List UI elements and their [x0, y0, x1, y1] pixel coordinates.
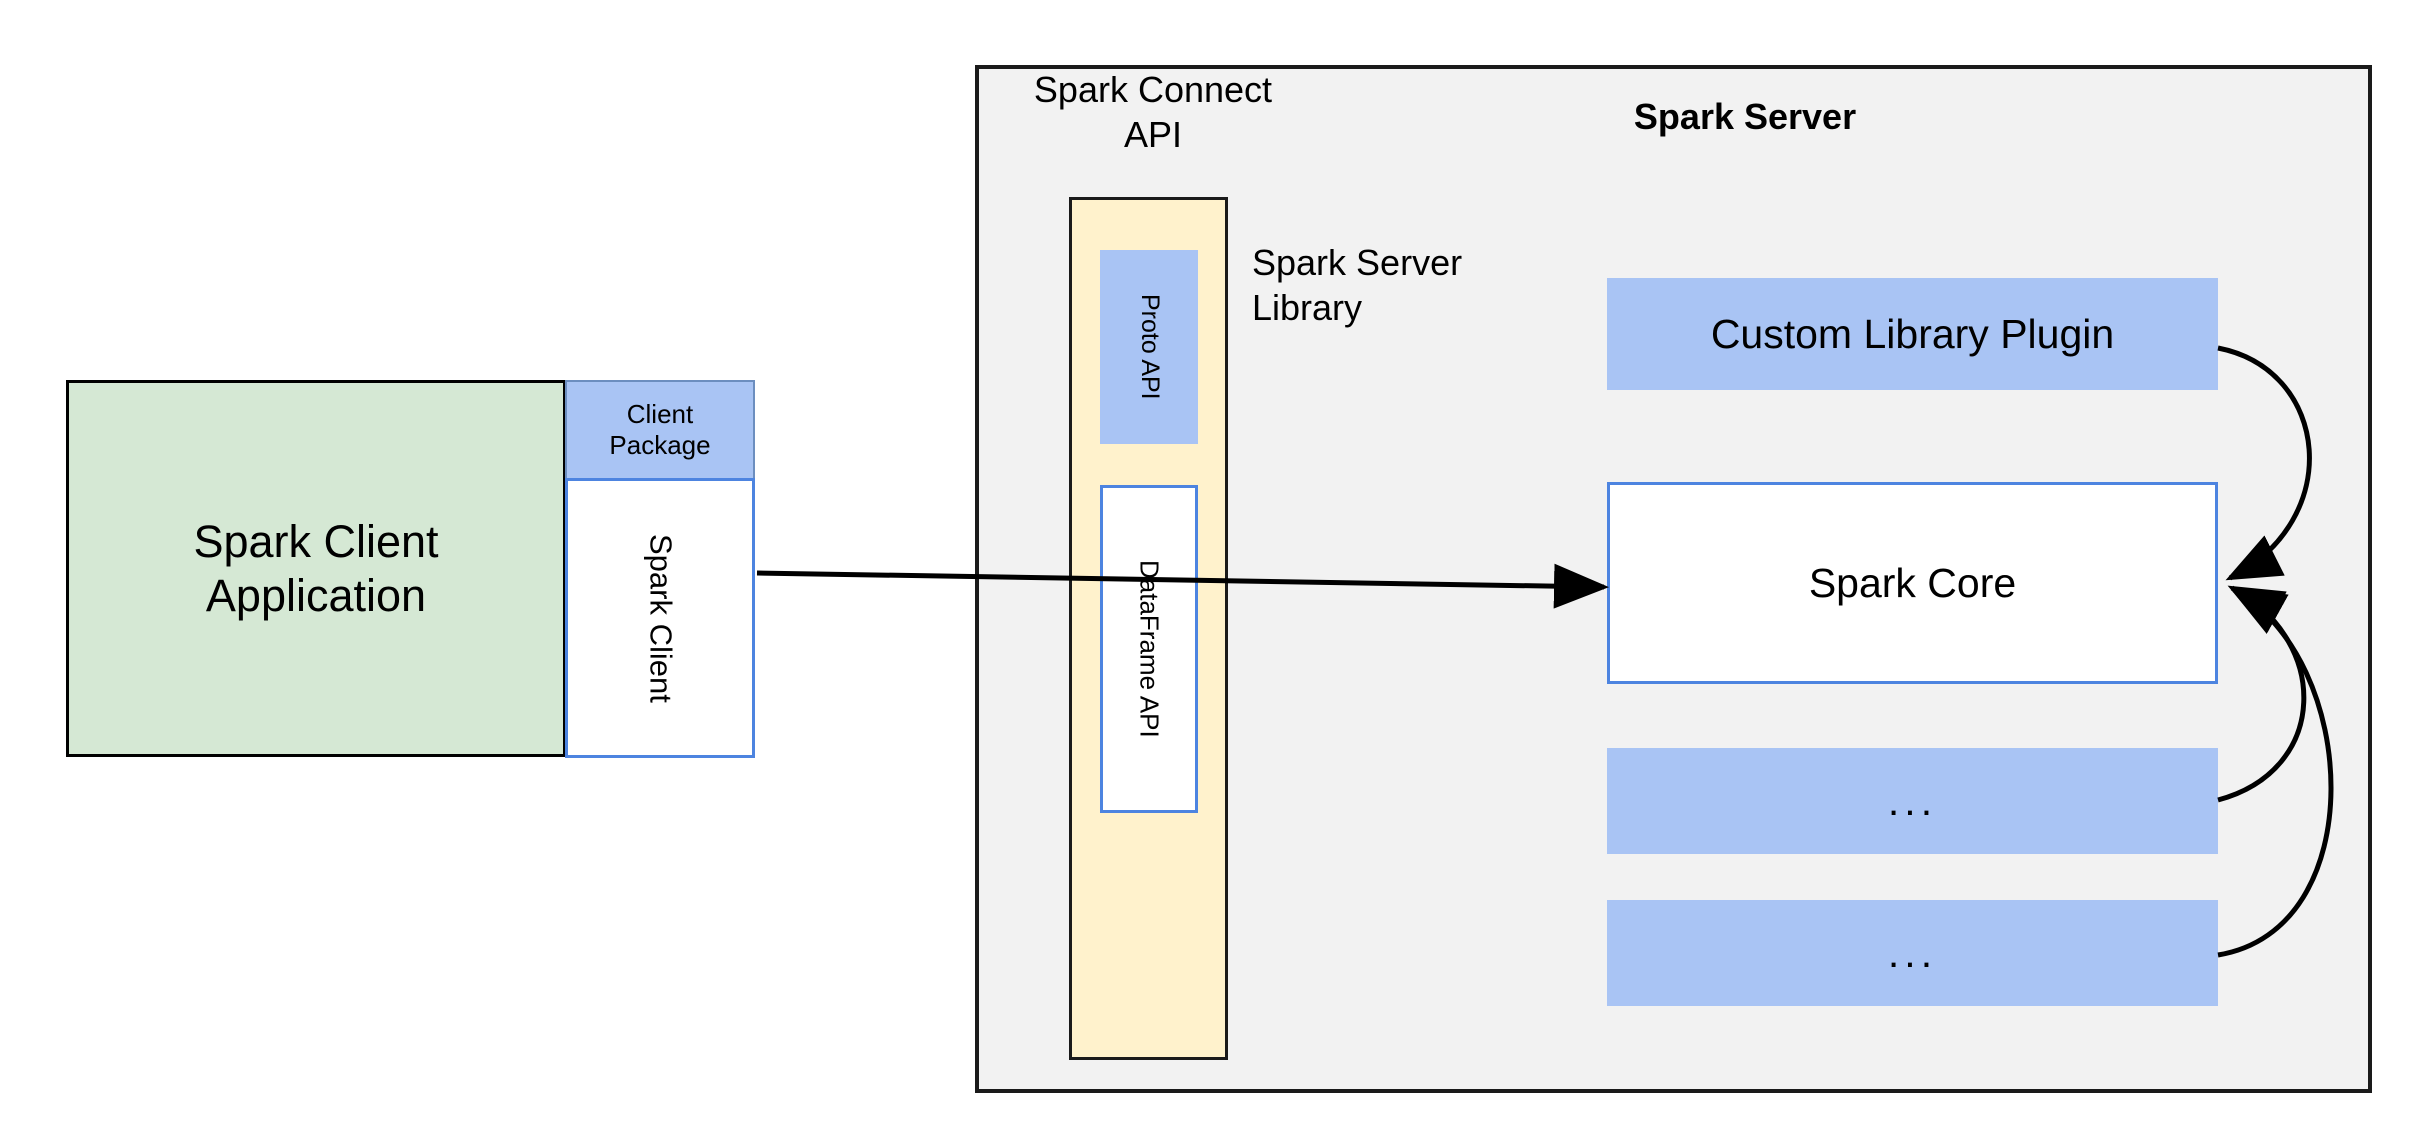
server-component-ellipsis-2: ... — [1607, 900, 2218, 1006]
spark-server-library-label: Spark Server Library — [1252, 242, 1463, 328]
spark-core-label: Spark Core — [1808, 559, 2017, 606]
custom-library-plugin-box: Custom Library Plugin — [1607, 278, 2218, 390]
dataframe-api-label: DataFrame API — [1134, 560, 1165, 738]
dataframe-api-box: DataFrame API — [1100, 485, 1198, 813]
spark-client-box: Spark Client — [565, 478, 755, 758]
proto-api-box: Proto API — [1100, 250, 1198, 444]
custom-library-plugin-label: Custom Library Plugin — [1710, 310, 2115, 357]
spark-client-application-box: Spark Client Application — [66, 380, 566, 757]
ellipsis-2-label: ... — [1887, 929, 1938, 976]
proto-api-label: Proto API — [1135, 294, 1164, 400]
ellipsis-1-label: ... — [1887, 777, 1938, 824]
spark-server-title: Spark Server — [1633, 96, 1857, 137]
server-component-ellipsis-1: ... — [1607, 748, 2218, 854]
spark-client-label: Spark Client — [643, 533, 679, 703]
client-package-label: Client Package — [609, 399, 711, 460]
spark-connect-api-label: Spark Connect API — [1033, 69, 1273, 155]
spark-core-box: Spark Core — [1607, 482, 2218, 684]
spark-client-application-label: Spark Client Application — [193, 516, 439, 621]
client-package-box: Client Package — [565, 380, 755, 478]
